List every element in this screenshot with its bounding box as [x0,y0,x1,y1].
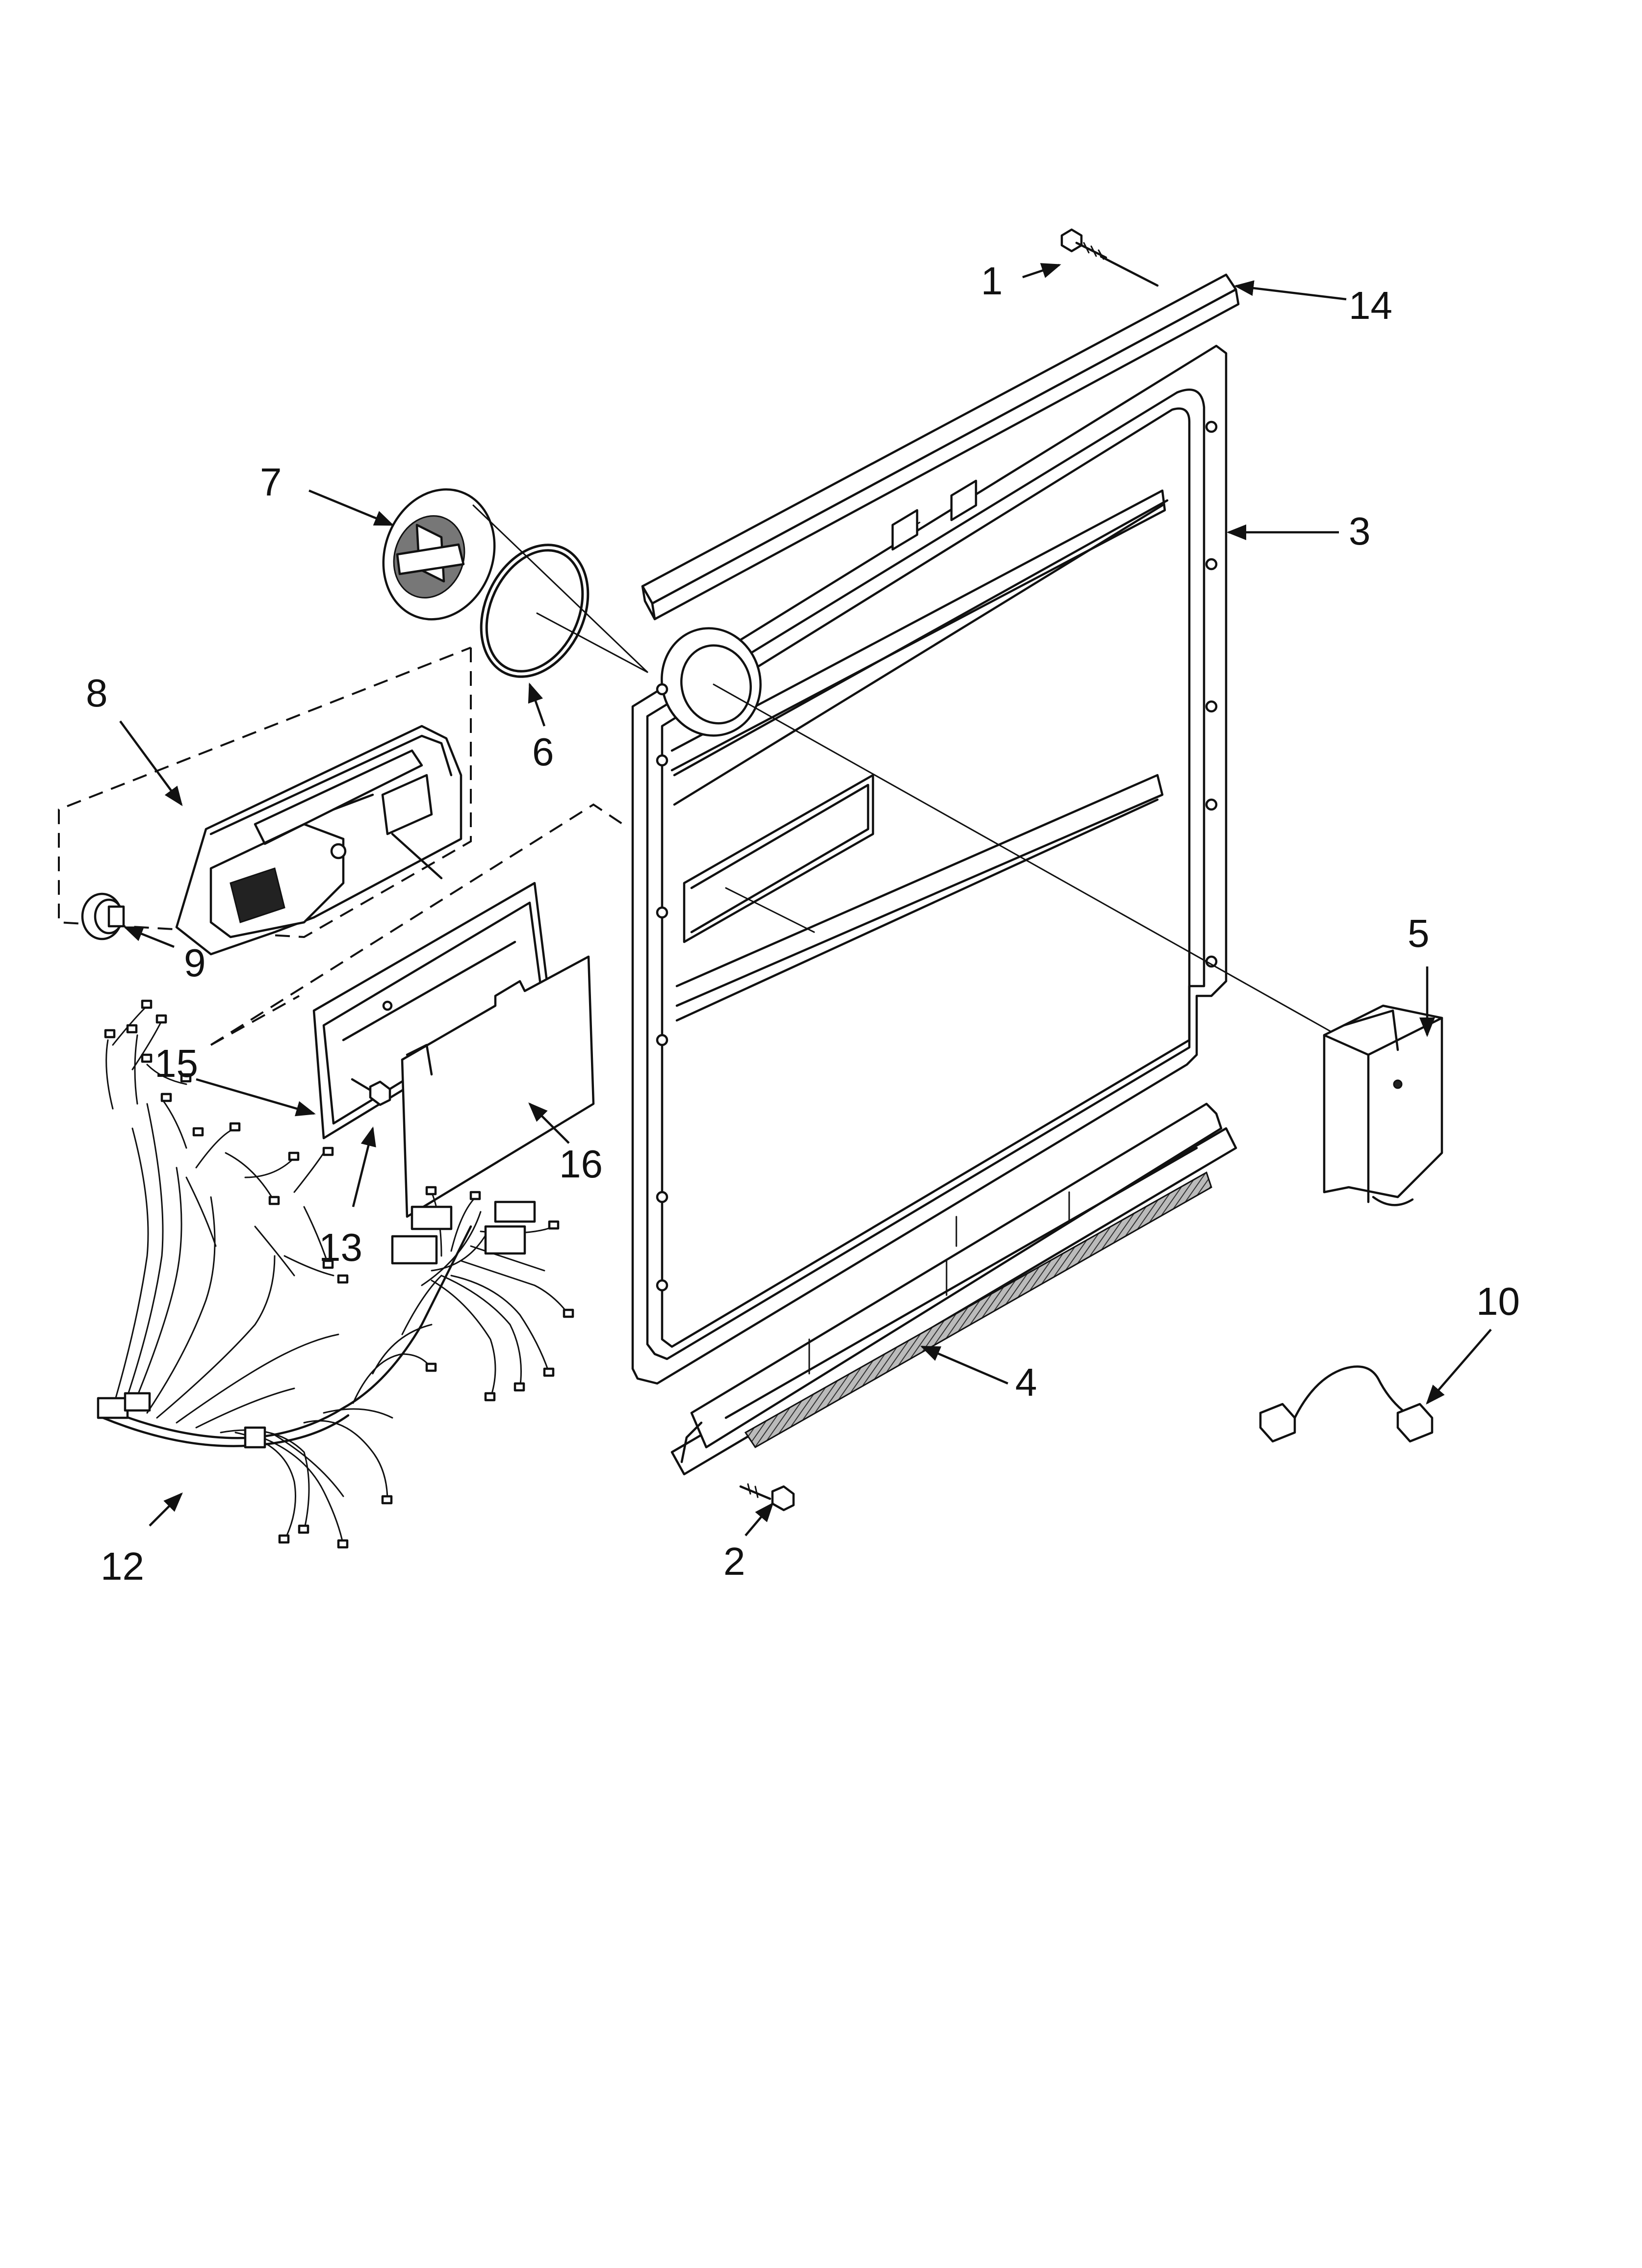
part-14-top-trim [641,273,1240,621]
callout-arrows [119,263,1492,1537]
callout-4: 4 [1015,1360,1037,1404]
callout-3: 3 [1349,509,1371,553]
part-10-cable [1259,1365,1434,1443]
part-1-screw [1060,228,1159,287]
callout-15: 15 [154,1042,198,1085]
callout-6: 6 [532,730,554,774]
callout-10: 10 [1476,1279,1520,1323]
callout-7: 7 [260,460,282,504]
callout-12: 12 [101,1544,144,1588]
part-8-dispenser [58,647,472,956]
part-4-bottom-trim [670,1102,1237,1476]
part-5-bracket [1323,1004,1443,1206]
callout-14: 14 [1349,284,1392,327]
part-13-screw [351,1078,391,1106]
callout-16: 16 [559,1142,603,1186]
part-9-knob [81,892,125,940]
part-12-wiring-harness [102,1005,570,1546]
callout-8: 8 [86,671,108,715]
part-7-vent [382,488,496,621]
callout-labels: 1 14 3 7 6 8 9 5 15 16 13 4 10 2 12 [86,259,1520,1588]
callout-13: 13 [319,1225,362,1269]
part-2-screw [739,1483,795,1512]
callout-1: 1 [981,259,1003,303]
callout-5: 5 [1408,912,1430,955]
part-6-gasket [480,544,590,678]
callout-9: 9 [184,941,206,985]
part-3-inner-door [631,344,1228,1385]
callout-2: 2 [723,1539,745,1583]
part-16-cover [401,955,595,1218]
harness-connectors [97,999,574,1549]
